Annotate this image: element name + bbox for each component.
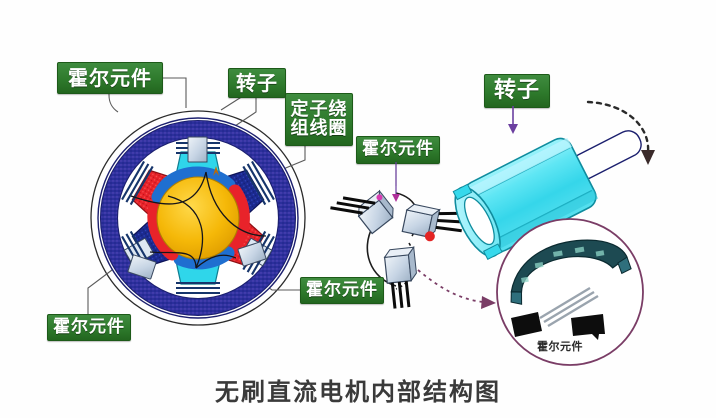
leader-lines (87, 77, 397, 326)
label-text: 霍尔元件 (306, 279, 378, 300)
label-text: 转子 (493, 77, 540, 103)
inset-caption-hall-sensor: 霍尔元件 (537, 340, 583, 353)
label-hall-sensor-bottom-left[interactable]: 霍尔元件 (47, 314, 131, 341)
label-hall-sensor-bottom-center[interactable]: 霍尔元件 (300, 277, 384, 304)
rotor-label-arrow (508, 106, 518, 134)
label-text: 转子 (236, 70, 278, 95)
label-text: 霍尔元件 (362, 139, 434, 160)
motor-cross-section (97, 117, 299, 319)
hall-label-arrow (392, 162, 400, 202)
label-text-line1: 定子绕 (290, 99, 348, 121)
label-hall-sensor-top-left[interactable]: 霍尔元件 (57, 62, 163, 94)
hall-sensor-photo-inset (496, 218, 644, 366)
label-rotor-cross-section[interactable]: 转子 (228, 68, 286, 98)
hall-sensor-trio (330, 189, 466, 309)
label-text: 霍尔元件 (68, 65, 152, 90)
label-text-line2: 组线圈 (290, 117, 348, 139)
cross-section-hall-sensors (127, 136, 267, 280)
phase-winding-curves (130, 171, 267, 269)
label-stator-winding[interactable]: 定子绕 组线圈 (285, 93, 353, 146)
figure-title: 无刷直流电机内部结构图 (215, 378, 501, 406)
label-rotor-3d[interactable]: 转子 (484, 74, 550, 108)
inset-pointer (417, 269, 496, 309)
rotor-3d (452, 130, 642, 260)
label-hall-sensor-middle[interactable]: 霍尔元件 (356, 136, 440, 164)
rotor-direction-arrow (213, 166, 219, 176)
rotation-arrow (586, 100, 655, 165)
rotor-magnets (147, 166, 250, 270)
label-text: 霍尔元件 (53, 316, 125, 337)
